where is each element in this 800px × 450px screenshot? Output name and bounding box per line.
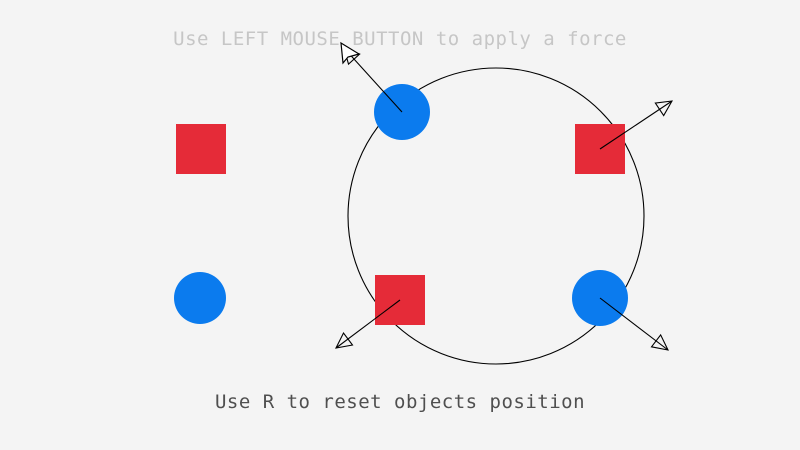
force-line-square-ring-bottom	[335, 299, 401, 349]
force-arrow-circle-ring-bottomright	[599, 297, 669, 351]
force-head-circle-ring-bottomright	[650, 333, 669, 351]
force-line-circle-ring-bottomright	[599, 297, 669, 351]
force-line-circle-ring-top	[343, 47, 403, 113]
force-line-square-ring-right	[599, 100, 673, 150]
constraint-ring	[347, 67, 645, 365]
force-arrow-square-ring-right	[599, 100, 674, 150]
cursor-arrow-icon[interactable]	[340, 41, 361, 65]
force-arrow-circle-ring-top	[343, 47, 403, 113]
force-head-square-ring-bottom	[335, 331, 354, 349]
force-arrow-square-ring-bottom	[335, 299, 401, 349]
hint-text-left-mouse: Use LEFT MOUSE BUTTON to apply a force	[173, 28, 627, 50]
force-head-square-ring-right	[654, 100, 674, 117]
mouse-cursor[interactable]	[340, 41, 361, 65]
bodies-layer	[174, 84, 628, 326]
body-square-free-left[interactable]	[176, 124, 226, 174]
body-circle-free-left[interactable]	[174, 272, 226, 324]
hint-text-reset-key: Use R to reset objects position	[214, 391, 586, 413]
